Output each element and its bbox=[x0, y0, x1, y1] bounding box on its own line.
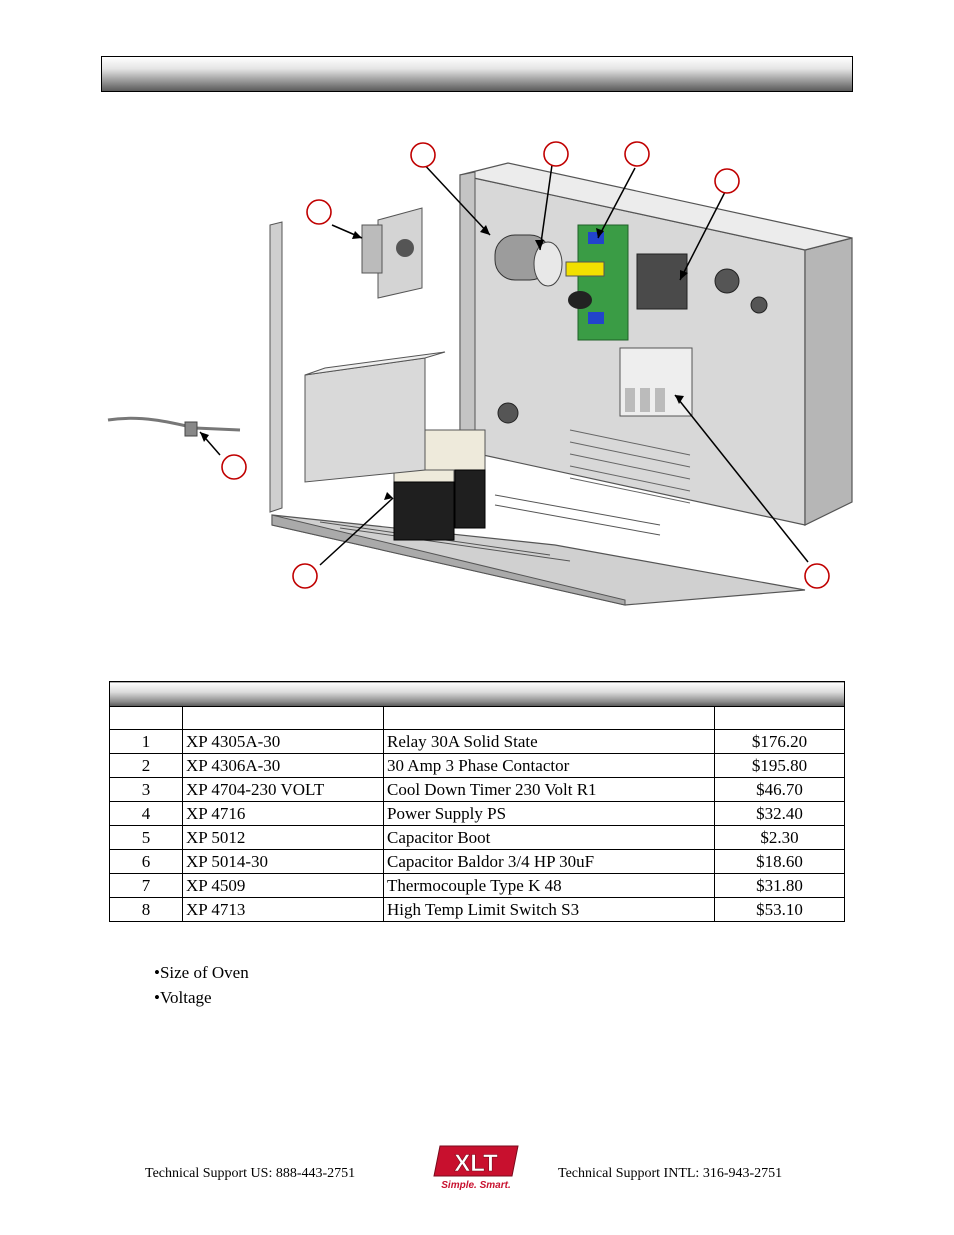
part-price: $53.10 bbox=[714, 897, 845, 922]
order-notes: •Size of Oven •Voltage bbox=[154, 960, 249, 1010]
part-number: XP 5012 bbox=[182, 825, 384, 850]
callout-circle bbox=[624, 141, 650, 167]
bullet-glyph: • bbox=[154, 988, 160, 1007]
callout-circle bbox=[543, 141, 569, 167]
part-number: XP 4704-230 VOLT bbox=[182, 777, 384, 802]
table-row: 3 XP 4704-230 VOLT Cool Down Timer 230 V… bbox=[109, 777, 845, 802]
part-price: $176.20 bbox=[714, 729, 845, 754]
callout-circle bbox=[714, 168, 740, 194]
control-box-diagram bbox=[107, 141, 853, 606]
callout-circle bbox=[410, 142, 436, 168]
part-description: Capacitor Boot bbox=[383, 825, 715, 850]
column-header bbox=[109, 706, 183, 730]
part-price: $31.80 bbox=[714, 873, 845, 898]
logo-text: XLT bbox=[454, 1150, 498, 1177]
part-number: XP 4509 bbox=[182, 873, 384, 898]
part-description: Thermocouple Type K 48 bbox=[383, 873, 715, 898]
part-description: High Temp Limit Switch S3 bbox=[383, 897, 715, 922]
part-description: Relay 30A Solid State bbox=[383, 729, 715, 754]
item-number: 3 bbox=[109, 777, 183, 802]
parts-table: 1 XP 4305A-30 Relay 30A Solid State $176… bbox=[109, 681, 845, 922]
item-number: 2 bbox=[109, 753, 183, 778]
part-description: Cool Down Timer 230 Volt R1 bbox=[383, 777, 715, 802]
logo-tagline: Simple. Smart. bbox=[441, 1180, 510, 1191]
column-header bbox=[714, 706, 845, 730]
table-row: 4 XP 4716 Power Supply PS $32.40 bbox=[109, 801, 845, 826]
table-title bbox=[109, 681, 845, 707]
part-number: XP 4716 bbox=[182, 801, 384, 826]
part-price: $46.70 bbox=[714, 777, 845, 802]
note-text: Voltage bbox=[159, 988, 212, 1007]
part-number: XP 4305A-30 bbox=[182, 729, 384, 754]
callout-circle bbox=[292, 563, 318, 589]
table-row: 5 XP 5012 Capacitor Boot $2.30 bbox=[109, 825, 845, 850]
bullet-glyph: • bbox=[154, 963, 160, 982]
xlt-logo: XLT Simple. Smart. bbox=[433, 1145, 519, 1191]
note-item: •Voltage bbox=[154, 985, 249, 1010]
part-number: XP 4306A-30 bbox=[182, 753, 384, 778]
support-intl: Technical Support INTL: 316-943-2751 bbox=[558, 1166, 783, 1181]
part-number: XP 5014-30 bbox=[182, 849, 384, 874]
part-price: $18.60 bbox=[714, 849, 845, 874]
column-header bbox=[182, 706, 384, 730]
callout-circle bbox=[804, 563, 830, 589]
part-price: $32.40 bbox=[714, 801, 845, 826]
table-row: 8 XP 4713 High Temp Limit Switch S3 $53.… bbox=[109, 897, 845, 922]
callout-circle bbox=[306, 199, 332, 225]
item-number: 4 bbox=[109, 801, 183, 826]
note-text: Size of Oven bbox=[159, 963, 249, 982]
table-row: 6 XP 5014-30 Capacitor Baldor 3/4 HP 30u… bbox=[109, 849, 845, 874]
part-number: XP 4713 bbox=[182, 897, 384, 922]
table-row: 1 XP 4305A-30 Relay 30A Solid State $176… bbox=[109, 729, 845, 754]
note-item: •Size of Oven bbox=[154, 960, 249, 985]
support-us: Technical Support US: 888-443-2751 bbox=[145, 1166, 356, 1181]
table-row: 7 XP 4509 Thermocouple Type K 48 $31.80 bbox=[109, 873, 845, 898]
part-description: 30 Amp 3 Phase Contactor bbox=[383, 753, 715, 778]
table-row: 2 XP 4306A-30 30 Amp 3 Phase Contactor $… bbox=[109, 753, 845, 778]
part-price: $195.80 bbox=[714, 753, 845, 778]
item-number: 8 bbox=[109, 897, 183, 922]
page-title-bar bbox=[101, 56, 853, 92]
column-header bbox=[383, 706, 715, 730]
item-number: 5 bbox=[109, 825, 183, 850]
callout-circle bbox=[221, 454, 247, 480]
item-number: 6 bbox=[109, 849, 183, 874]
part-description: Capacitor Baldor 3/4 HP 30uF bbox=[383, 849, 715, 874]
item-number: 1 bbox=[109, 729, 183, 754]
table-header-row bbox=[109, 706, 845, 730]
table-title-row bbox=[109, 681, 845, 707]
part-price: $2.30 bbox=[714, 825, 845, 850]
part-description: Power Supply PS bbox=[383, 801, 715, 826]
item-number: 7 bbox=[109, 873, 183, 898]
